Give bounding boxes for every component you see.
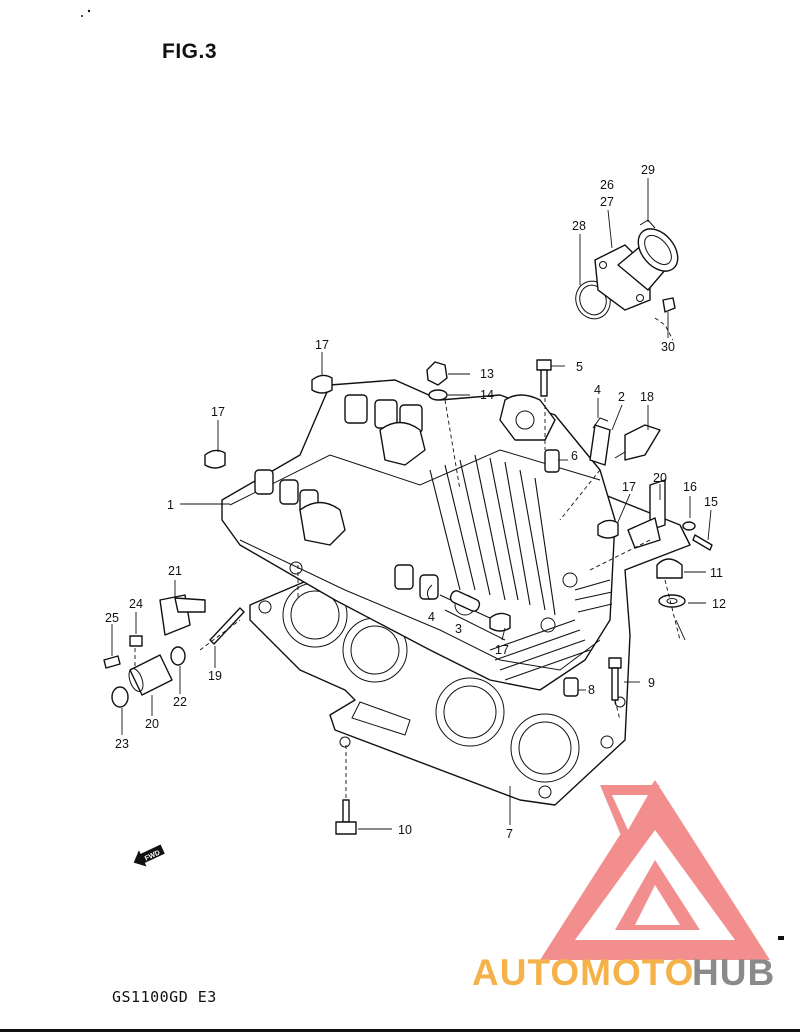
- callout-15: 15: [704, 495, 718, 509]
- callout-21: 21: [168, 564, 182, 578]
- callout-19: 19: [208, 669, 222, 683]
- callout-7: 7: [506, 827, 513, 841]
- clip-4: [592, 417, 609, 429]
- dowel-pin-8: [563, 677, 579, 697]
- callout-13: 13: [480, 367, 494, 381]
- intake-pipe-assembly: [575, 219, 679, 330]
- callout-5: 5: [576, 360, 583, 374]
- watermark-text: AUTOMOTO HUB: [472, 952, 775, 993]
- callout-9: 9: [648, 676, 655, 690]
- callout-11: 11: [710, 566, 723, 580]
- callout-14: 14: [480, 388, 494, 402]
- callout-4a: 4: [594, 383, 601, 397]
- callout-24: 24: [129, 597, 143, 611]
- washer-16: [682, 521, 696, 531]
- rubber-grommet-b: [204, 449, 226, 469]
- callout-17d: 17: [495, 643, 509, 657]
- o-ring-22: [170, 646, 186, 666]
- small-parts: [103, 359, 713, 835]
- callout-10: 10: [398, 823, 412, 837]
- callout-28: 28: [572, 219, 586, 233]
- callout-25: 25: [105, 611, 119, 625]
- speck: [87, 9, 91, 13]
- watermark-brand-2: HUB: [692, 952, 775, 993]
- callout-labels: 1 2 3 4 4 5 6 7 8 9 10 11 12 13 14 15 16…: [105, 163, 726, 841]
- screw-25: [103, 655, 121, 669]
- cap-23: [111, 686, 129, 708]
- speck: [778, 936, 784, 940]
- cylinder-head: [221, 379, 616, 691]
- rubber-grommet-a: [311, 374, 333, 394]
- screw-15: [692, 534, 713, 551]
- bolt-9-shank: [611, 667, 619, 701]
- spark-plug-18: [624, 424, 661, 461]
- callout-2: 2: [618, 390, 625, 404]
- callout-12: 12: [712, 597, 726, 611]
- bolt-10-shank: [342, 799, 350, 823]
- retainer-24: [129, 635, 143, 647]
- callout-17b: 17: [211, 405, 225, 419]
- washer-12: [658, 594, 686, 608]
- callout-4b: 4: [428, 610, 435, 624]
- page-border-bottom: [0, 1029, 800, 1032]
- watermark-brand-1: AUTOMOTO: [472, 952, 694, 993]
- callout-1: 1: [167, 498, 174, 512]
- figure-title: FIG.3: [162, 40, 218, 63]
- forward-arrow-icon: FWD: [133, 844, 165, 867]
- rubber-grommet-c: [597, 519, 619, 539]
- callout-22: 22: [173, 695, 187, 709]
- bolt-5-shank: [540, 369, 548, 397]
- plug-cap-2: [589, 424, 611, 466]
- callout-26: 26: [600, 178, 614, 192]
- rubber-grommet-d: [489, 612, 511, 632]
- bolt-5-head: [536, 359, 552, 371]
- clip-4-lower: [426, 584, 433, 601]
- callout-17c: 17: [622, 480, 636, 494]
- callout-20b: 20: [145, 717, 159, 731]
- callout-17a: 17: [315, 338, 329, 352]
- callout-23: 23: [115, 737, 129, 751]
- model-code: GS1100GD E3: [112, 988, 217, 1006]
- washer-14: [428, 389, 448, 401]
- callout-30: 30: [661, 340, 675, 354]
- bolt-10-head: [335, 821, 357, 835]
- callout-20a: 20: [653, 471, 667, 485]
- callout-27: 27: [600, 195, 614, 209]
- dowel-pin-6: [544, 449, 560, 473]
- leader-lines: [111, 178, 712, 830]
- callout-3: 3: [455, 622, 462, 636]
- cap-nut: [426, 361, 448, 386]
- tach-shaft-19: [209, 607, 245, 645]
- sensor-20: [649, 479, 666, 531]
- callout-6: 6: [571, 449, 578, 463]
- bolt-9-head: [608, 657, 622, 669]
- cap-nut-11: [656, 558, 683, 579]
- callout-18: 18: [640, 390, 654, 404]
- adapter-20: [129, 654, 173, 696]
- callout-16: 16: [683, 480, 697, 494]
- callout-8: 8: [588, 683, 595, 697]
- callout-29: 29: [641, 163, 655, 177]
- speck: [81, 15, 83, 17]
- watermark-logo: [540, 780, 770, 960]
- stud-3: [449, 590, 481, 612]
